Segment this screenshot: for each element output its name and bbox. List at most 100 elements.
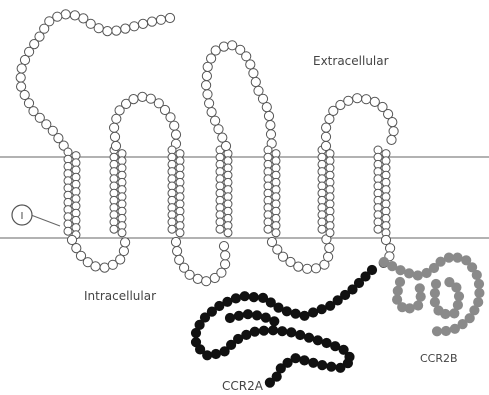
backbone-residue xyxy=(121,24,130,33)
ccr2a-residue xyxy=(304,333,313,342)
ccr2b-residue xyxy=(432,327,441,336)
backbone-residue xyxy=(389,127,398,136)
backbone-residue xyxy=(16,73,25,82)
ccr2a-residue xyxy=(322,338,331,347)
helix-residue xyxy=(118,229,126,237)
ccr2a-residue xyxy=(318,361,327,370)
backbone-residue xyxy=(79,14,88,23)
ccr2a-residue xyxy=(225,313,234,322)
ccr2b-residue xyxy=(415,284,424,293)
helix-residue xyxy=(176,229,184,237)
backbone-residue xyxy=(171,237,180,246)
receptor-backbone-chain xyxy=(16,10,398,286)
ccr2a-residue xyxy=(336,363,345,372)
ccr2b-residue xyxy=(430,289,439,298)
helix-residue xyxy=(110,225,118,233)
ccr2a-residue xyxy=(203,351,212,360)
helix-residue xyxy=(216,225,224,233)
ccr2b-residue xyxy=(441,309,450,318)
helix-residue xyxy=(264,225,272,233)
ccr2a-residue xyxy=(291,309,300,318)
ccr2a-residue xyxy=(258,293,267,302)
ccr2a-residue xyxy=(265,378,274,387)
intracellular-label: Intracellular xyxy=(84,289,156,303)
backbone-residue xyxy=(165,13,174,22)
ccr2b-residue xyxy=(474,279,483,288)
backbone-residue xyxy=(111,141,120,150)
ccr2a-residue xyxy=(261,313,270,322)
backbone-residue xyxy=(214,125,223,134)
backbone-residue xyxy=(322,123,331,132)
ccr2b-residue xyxy=(453,253,462,262)
backbone-residue xyxy=(203,90,212,99)
backbone-residue xyxy=(173,247,182,256)
ccr2a-residue xyxy=(278,327,287,336)
ccr2b-residue xyxy=(450,309,459,318)
backbone-residue xyxy=(325,243,334,252)
backbone-residue xyxy=(170,121,179,130)
backbone-residue xyxy=(112,26,121,35)
ccr2a-tail-chain xyxy=(191,265,376,387)
backbone-residue xyxy=(387,135,396,144)
backbone-residue xyxy=(193,274,202,283)
ccr2a-residue xyxy=(252,311,261,320)
backbone-residue xyxy=(246,60,255,69)
ccr2b-residue xyxy=(472,270,481,279)
helix-residue xyxy=(64,227,72,235)
backbone-residue xyxy=(103,27,112,36)
backbone-residue xyxy=(110,132,119,141)
ccr2a-residue xyxy=(191,328,200,337)
backbone-residue xyxy=(205,99,214,108)
ccr2a-residue xyxy=(326,301,335,310)
ccr2b-label: CCR2B xyxy=(420,352,458,365)
ccr2b-residue xyxy=(388,262,397,271)
backbone-residue xyxy=(70,11,79,20)
ccr2a-residue xyxy=(282,307,291,316)
backbone-residue xyxy=(362,95,371,104)
backbone-residue xyxy=(171,130,180,139)
backbone-residue xyxy=(294,262,303,271)
backbone-residue xyxy=(147,17,156,26)
ccr2b-residue xyxy=(396,266,405,275)
backbone-residue xyxy=(266,121,275,130)
ccr2a-residue xyxy=(270,317,279,326)
backbone-residue xyxy=(353,94,362,103)
ccr2a-residue xyxy=(300,311,309,320)
ccr2a-label: CCR2A xyxy=(222,379,264,393)
backbone-residue xyxy=(258,94,267,103)
ccr2a-residue xyxy=(240,292,249,301)
backbone-residue xyxy=(219,42,228,51)
ccr2b-residue xyxy=(453,300,462,309)
backbone-residue xyxy=(129,95,138,104)
backbone-residue xyxy=(138,92,147,101)
ccr2a-residue xyxy=(211,349,220,358)
backbone-residue xyxy=(112,114,121,123)
backbone-residue xyxy=(207,108,216,117)
backbone-residue xyxy=(221,141,230,150)
backbone-residue xyxy=(211,116,220,125)
backbone-residue xyxy=(91,262,100,271)
backbone-residue xyxy=(324,252,333,261)
ccr2a-residue xyxy=(331,342,340,351)
backbone-residue xyxy=(321,141,330,150)
ccr2a-residue xyxy=(287,328,296,337)
backbone-residue xyxy=(219,242,228,251)
backbone-residue xyxy=(388,118,397,127)
ccr2b-residue xyxy=(436,257,445,266)
backbone-residue xyxy=(202,71,211,80)
ccr2a-residue xyxy=(313,336,322,345)
ccr2b-residue xyxy=(405,304,414,313)
ccr2b-residue xyxy=(414,301,423,310)
ccr2a-residue xyxy=(296,330,305,339)
helix-residue xyxy=(272,229,280,237)
ccr2b-residue xyxy=(393,286,402,295)
backbone-residue xyxy=(156,15,165,24)
ccr2b-residue xyxy=(405,269,414,278)
ccr2b-residue xyxy=(413,271,422,280)
extracellular-label: Extracellular xyxy=(313,54,389,68)
ccr2a-residue xyxy=(269,326,278,335)
ccr2a-residue xyxy=(242,330,251,339)
ccr2a-residue xyxy=(250,327,259,336)
